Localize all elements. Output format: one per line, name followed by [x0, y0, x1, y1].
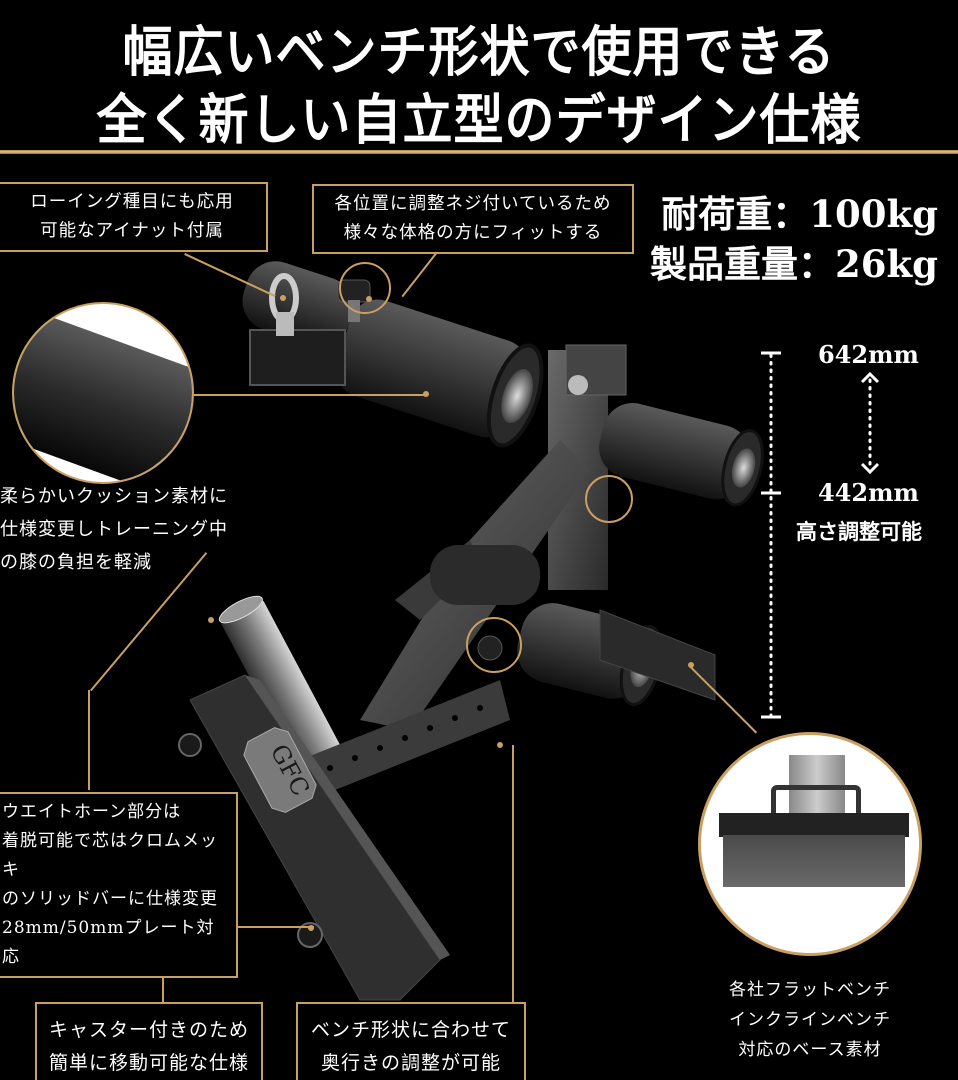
base-description: 各社フラットベンチ インクラインベンチ 対応のベース素材: [700, 975, 920, 1065]
cushion-line-2: 仕様変更しトレーニング中: [0, 519, 228, 540]
marker-caster: [308, 925, 314, 931]
height-max-label: 642mm: [818, 340, 919, 369]
base-line-2: インクラインベンチ: [729, 1010, 891, 1030]
marker-top-knob: [366, 296, 372, 302]
highlight-ring-post: [585, 475, 633, 523]
cushion-line-3: の膝の負担を軽減: [0, 552, 152, 573]
highlight-ring-top-knob: [339, 262, 391, 314]
marker-depth: [497, 742, 503, 748]
depth-line-1: ベンチ形状に合わせて: [310, 1019, 511, 1041]
cushion-closeup-circle: [12, 302, 194, 484]
marker-base: [688, 662, 694, 668]
marker-weight-horn: [208, 617, 214, 623]
height-min-label: 442mm: [818, 478, 919, 507]
base-line-1: 各社フラットベンチ: [729, 980, 891, 1000]
horn-line-2: 着脱可能で芯はクロムメッキ: [2, 831, 218, 880]
callout-eyenut: ローイング種目にも応用 可能なアイナット付属: [0, 182, 268, 252]
leader-line-cushion: [193, 394, 426, 396]
callout-eyenut-line-1: ローイング種目にも応用: [30, 192, 234, 212]
product-weight-spec: 製品重量：26kg: [650, 242, 938, 286]
headline-line-2: 全く新しい自立型のデザイン仕様: [96, 87, 862, 152]
leader-line-depth: [512, 745, 514, 1005]
gold-divider: [0, 150, 958, 154]
callout-eyenut-line-2: 可能なアイナット付属: [40, 221, 224, 241]
cushion-description: 柔らかいクッション素材に 仕様変更しトレーニング中 の膝の負担を軽減: [0, 480, 228, 579]
marker-cushion: [423, 391, 429, 397]
casters-line-2: 簡単に移動可能な仕様: [48, 1052, 249, 1074]
callout-depth-adjust: ベンチ形状に合わせて 奥行きの調整が可能: [296, 1002, 526, 1080]
casters-line-1: キャスター付きのため: [48, 1019, 249, 1041]
height-range-arrow-icon: [860, 371, 880, 475]
height-dimension-line: [761, 351, 781, 719]
callout-adjust-screws: 各位置に調整ネジ付いているため 様々な体格の方にフィットする: [312, 184, 634, 254]
callout-screws-line-1: 各位置に調整ネジ付いているため: [334, 194, 612, 214]
cushion-line-1: 柔らかいクッション素材に: [0, 486, 228, 507]
depth-line-2: 奥行きの調整が可能: [320, 1052, 501, 1074]
horn-line-4: 28mm/50mmプレート対応: [2, 918, 215, 967]
base-line-3: 対応のベース素材: [738, 1040, 882, 1060]
marker-eyenut: [280, 295, 286, 301]
horn-line-3: のソリッドバーに仕様変更: [2, 889, 218, 909]
callout-screws-line-2: 様々な体格の方にフィットする: [343, 223, 603, 243]
highlight-ring-lower-knob: [466, 617, 522, 673]
headline-line-1: 幅広いベンチ形状で使用できる: [122, 19, 836, 84]
horn-line-1: ウエイトホーン部分は: [2, 802, 182, 822]
callout-casters: キャスター付きのため 簡単に移動可能な仕様: [35, 1002, 263, 1080]
base-plate-closeup-circle: [698, 732, 922, 956]
callout-weight-horn: ウエイトホーン部分は 着脱可能で芯はクロムメッキ のソリッドバーに仕様変更 28…: [0, 792, 238, 978]
load-capacity-spec: 耐荷重：100kg: [661, 192, 938, 236]
leader-line-horn-vert: [88, 690, 90, 790]
height-adjustable-label: 高さ調整可能: [796, 519, 922, 544]
